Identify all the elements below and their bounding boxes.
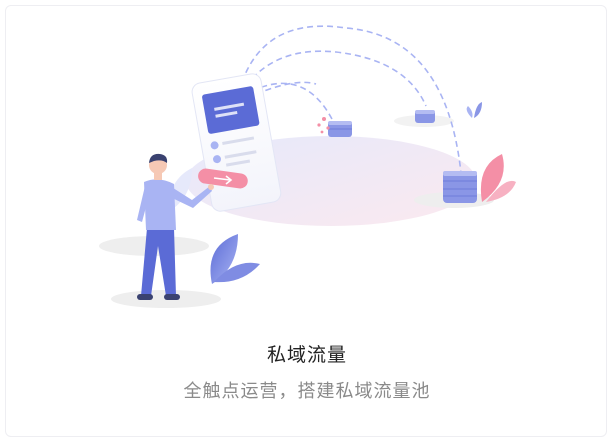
coin-stack-icon [415, 110, 435, 123]
connection-lines [241, 25, 462, 174]
leaf-icon [210, 234, 260, 284]
feature-card: 私域流量 全触点运营，搭建私域流量池 [5, 5, 607, 437]
card-title: 私域流量 [266, 344, 347, 366]
coin-stack-icon [328, 121, 352, 137]
leaf-icon [466, 102, 482, 118]
sparkle-icon [317, 117, 330, 134]
coin-stack-icon [443, 171, 477, 203]
card-subtitle: 全触点运营，搭建私域流量池 [183, 381, 431, 402]
pink-petal-icon [480, 154, 516, 202]
person-figure [137, 153, 214, 300]
private-traffic-illustration [99, 25, 516, 308]
arrow-right-icon [198, 168, 248, 189]
